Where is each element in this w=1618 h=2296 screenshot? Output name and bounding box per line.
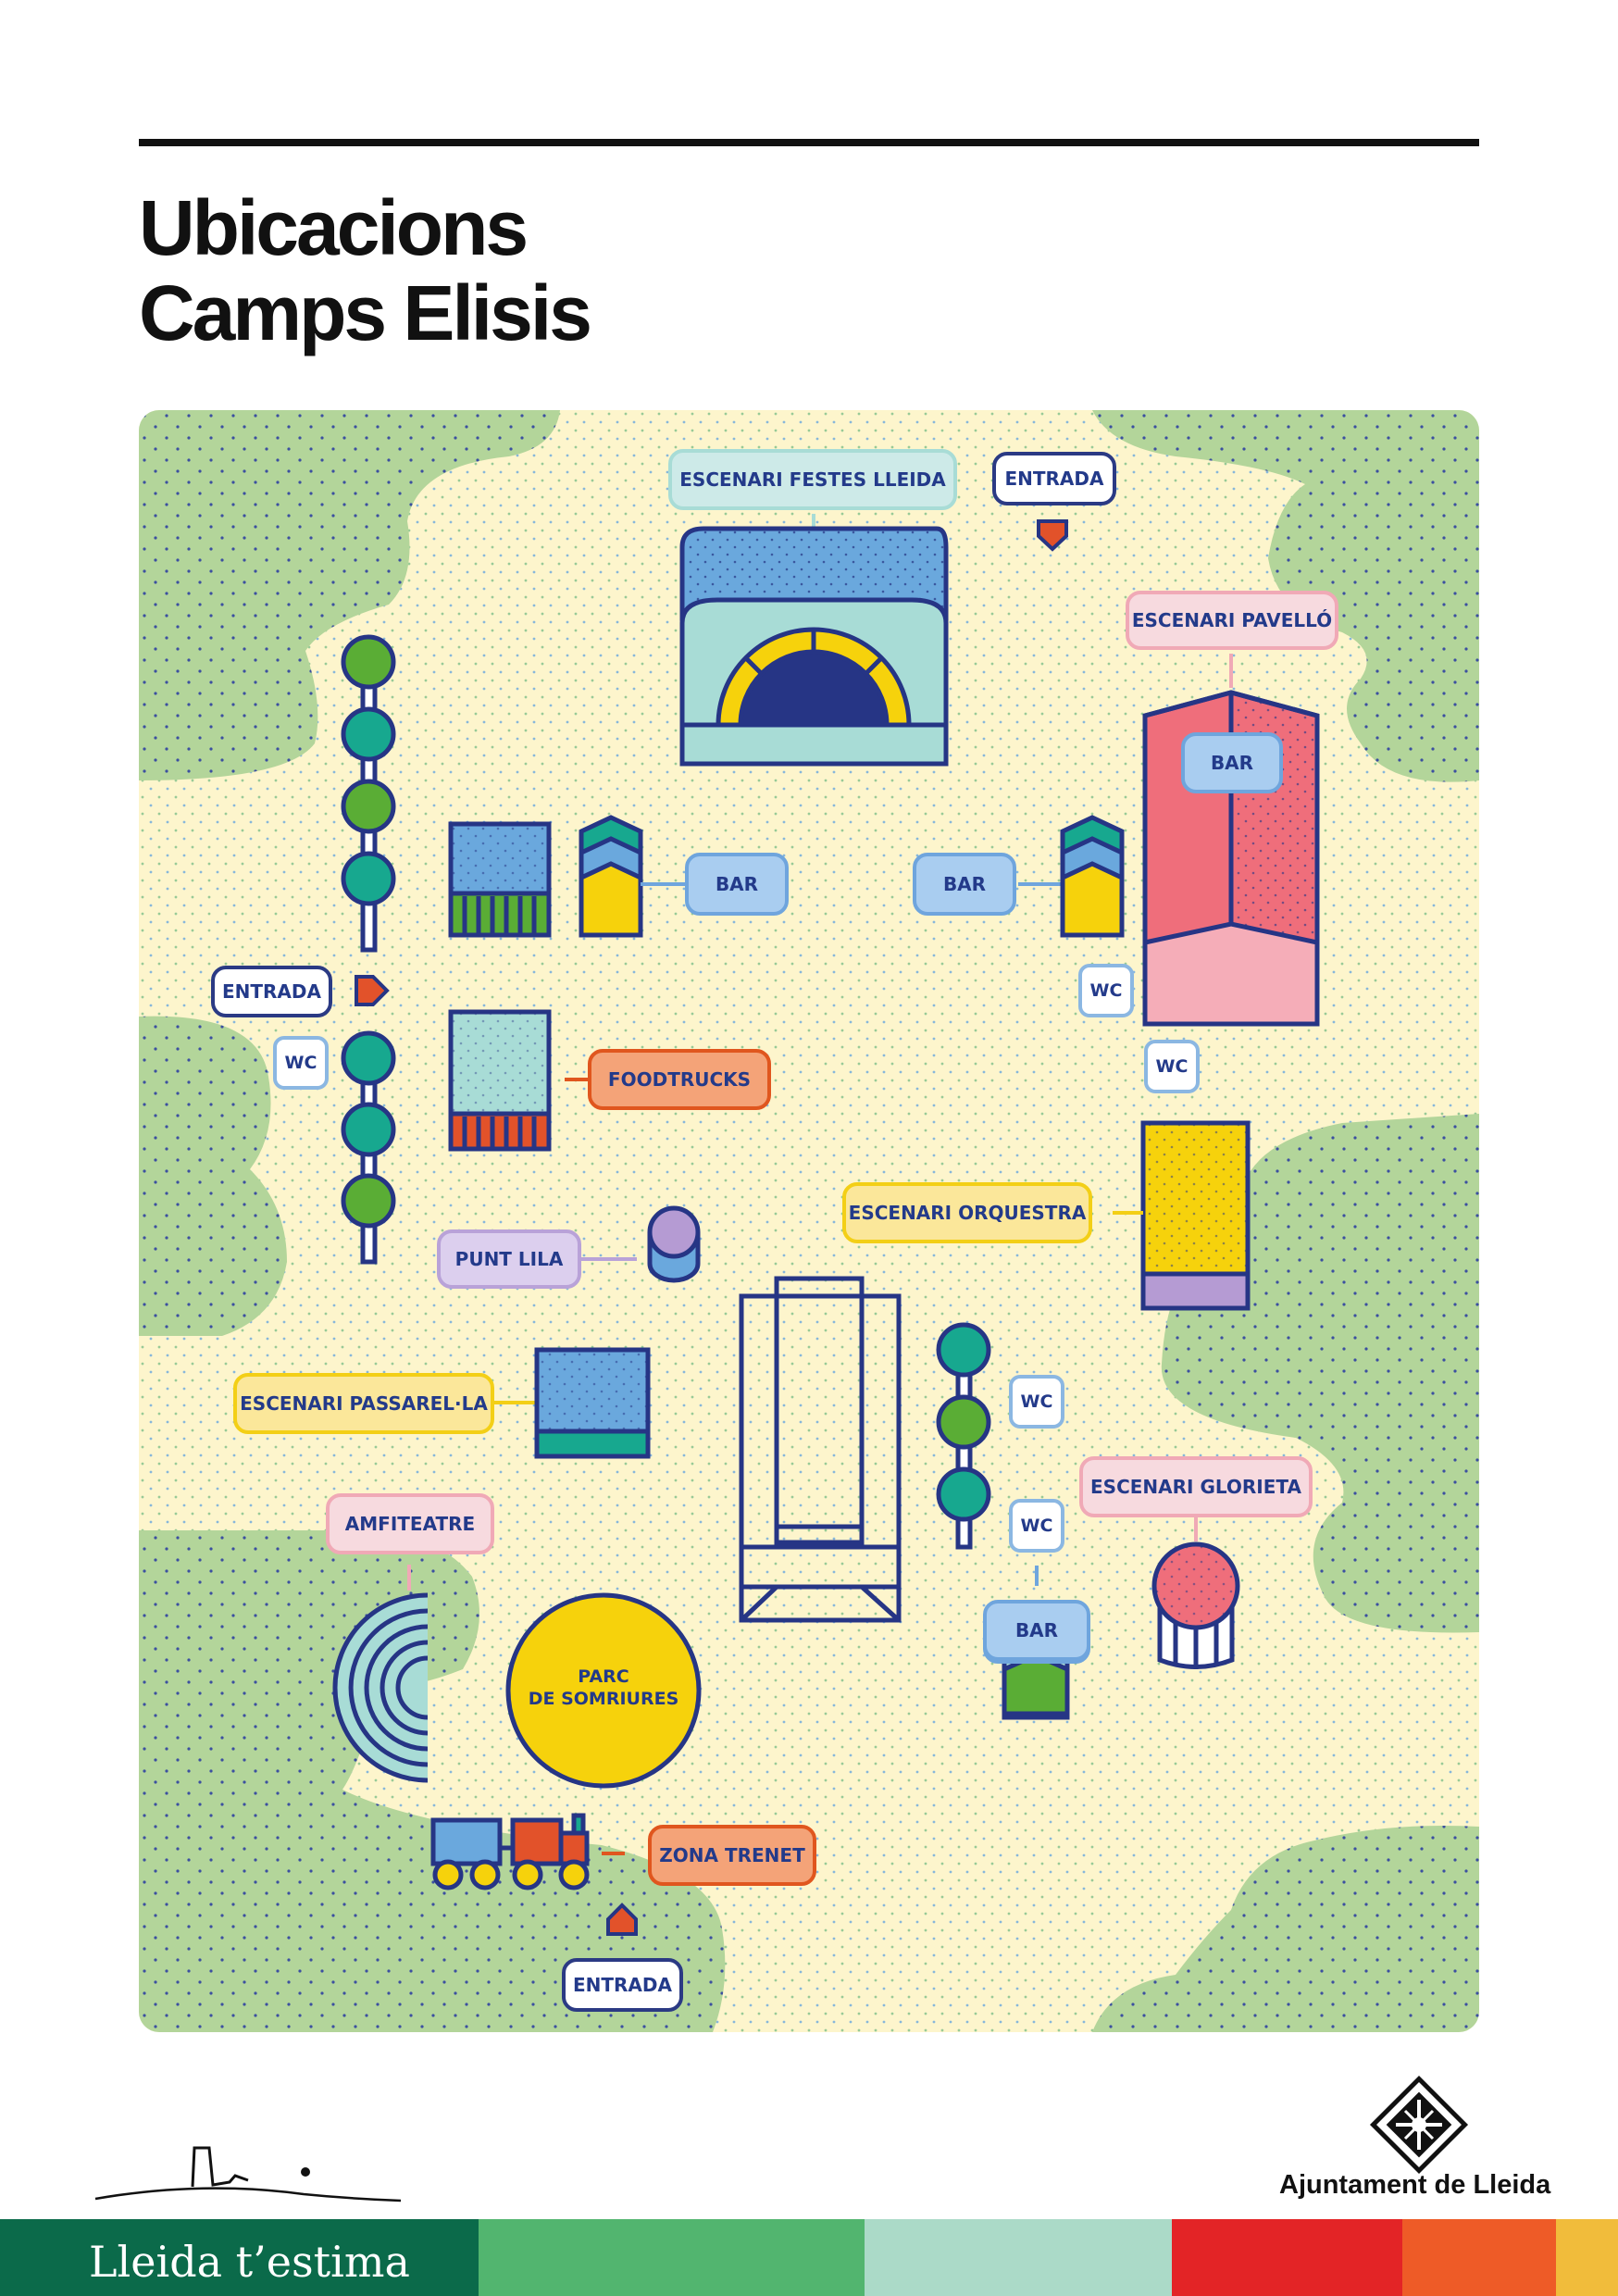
label-escenari-pavello[interactable]: ESCENARI PAVELLÓ [1126,591,1338,650]
label-escenari-glorieta[interactable]: ESCENARI GLORIETA [1079,1456,1313,1517]
label-entrada-left[interactable]: ENTRADA [211,966,332,1017]
tree-row-left-top [341,634,396,953]
map-drawing [139,410,1479,2032]
stage-glorieta [1151,1516,1240,1669]
label-bar-pavello[interactable]: BAR [1181,732,1283,793]
label-entrada-top[interactable]: ENTRADA [992,452,1116,505]
parc-somriures [505,1592,702,1789]
label-bar-bottom-visible[interactable]: BAR [983,1600,1090,1661]
label-entrada-bottom[interactable]: ENTRADA [562,1958,683,2012]
label-escenari-festes-lleida[interactable]: ESCENARI FESTES LLEIDA [668,449,957,510]
title-line-2: Camps Elisis [139,269,592,356]
tree-row-center [936,1322,991,1550]
page-title: Ubicacions Camps Elisis [139,184,592,356]
venue-map: ESCENARI FESTES LLEIDA ENTRADA ESCENARI … [139,410,1479,2032]
label-foodtrucks[interactable]: FOODTRUCKS [588,1049,771,1110]
label-bar-left[interactable]: BAR [685,853,789,916]
label-escenari-passarella[interactable]: ESCENARI PASSAREL·LA [233,1373,494,1434]
label-amfiteatre[interactable]: AMFITEATRE [326,1493,494,1554]
brand-slogan: Lleida t’estima [89,2237,410,2287]
label-wc-center-2[interactable]: WC [1009,1499,1064,1553]
label-bar-center[interactable]: BAR [913,853,1016,916]
entrance-marker-left [355,975,390,1006]
catwalk [739,1276,902,1623]
parc-line-1: PARC [578,1666,629,1687]
entrance-marker-bottom [606,1903,638,1936]
entrance-marker-top [1037,519,1068,552]
tree-row-left-bottom [341,1030,396,1265]
stage-passarella [492,1347,651,1459]
label-zona-trenet[interactable]: ZONA TRENET [648,1825,816,1886]
label-wc-center-1[interactable]: WC [1009,1375,1064,1429]
train [430,1813,625,1890]
ajuntament-crest-icon [1369,2075,1469,2175]
brand-color-bar [0,2219,1618,2296]
label-escenari-orquestra[interactable]: ESCENARI ORQUESTRA [842,1182,1092,1243]
punt-lila [581,1205,701,1283]
parc-line-2: DE SOMRIURES [528,1689,679,1709]
label-punt-lila[interactable]: PUNT LILA [437,1229,581,1289]
city-skyline-logo [94,2146,402,2202]
bar-kiosk-center [1018,815,1125,938]
stage-pavello [1142,654,1320,1027]
label-parc-somriures[interactable]: PARC DE SOMRIURES [511,1666,696,1710]
amphitheatre [332,1565,429,1783]
stage-orquestra [1113,1120,1251,1311]
label-wc-right-2[interactable]: WC [1144,1040,1200,1093]
title-line-1: Ubicacions [139,184,529,271]
foodtrucks-area [448,1009,588,1152]
institution-name: Ajuntament de Lleida [1279,2170,1551,2200]
bar-kiosk-left [448,815,685,938]
label-wc-right-1[interactable]: WC [1078,964,1134,1017]
stage-festes-lleida [679,514,949,767]
header-rule [139,139,1479,146]
label-wc-left[interactable]: WC [273,1036,329,1090]
